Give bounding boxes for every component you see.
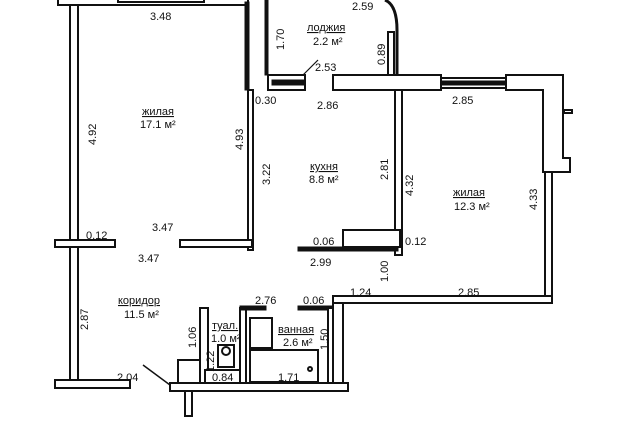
dimension: 3.47 bbox=[152, 222, 173, 234]
dimension: 2.59 bbox=[352, 1, 373, 13]
dimension: 1.22 bbox=[205, 351, 217, 372]
dimension: 1.70 bbox=[275, 29, 287, 50]
walls bbox=[54, 0, 573, 417]
room-area-loggia: 2.2 м² bbox=[313, 36, 343, 48]
dimension: 0.89 bbox=[376, 44, 388, 65]
room-area-toilet: 1.0 м² bbox=[211, 333, 241, 345]
dimension: 3.22 bbox=[261, 164, 273, 185]
dimension: 1.06 bbox=[187, 327, 199, 348]
dimension: 2.81 bbox=[379, 159, 391, 180]
room-name-bathroom: ванная bbox=[278, 324, 314, 336]
room-name-living1: жилая bbox=[142, 106, 174, 118]
dimension: 0.84 bbox=[212, 372, 233, 384]
room-labels: жилая 17.1 м² лоджия 2.2 м² кухня 8.8 м²… bbox=[118, 22, 490, 349]
dimension: 3.48 bbox=[150, 11, 171, 23]
dimension: 2.85 bbox=[458, 287, 479, 299]
dimension: 4.93 bbox=[234, 129, 246, 150]
room-area-corridor: 11.5 м² bbox=[124, 309, 159, 321]
dimension: 0.12 bbox=[405, 236, 426, 248]
dimension: 2.99 bbox=[310, 257, 331, 269]
dimension: 2.87 bbox=[79, 309, 91, 330]
dimension: 2.53 bbox=[315, 62, 336, 74]
dimension: 4.92 bbox=[87, 124, 99, 145]
dimension: 1.00 bbox=[379, 261, 391, 282]
room-name-toilet: туал. bbox=[212, 320, 238, 332]
room-name-corridor: коридор bbox=[118, 295, 160, 307]
dimension: 0.30 bbox=[255, 95, 276, 107]
room-name-loggia: лоджия bbox=[307, 22, 345, 34]
dimension-labels: 3.48 1.70 2.59 0.89 2.53 0.30 2.86 2.85 … bbox=[79, 1, 540, 384]
room-area-kitchen: 8.8 м² bbox=[309, 174, 339, 186]
dimension: 1.50 bbox=[319, 329, 331, 350]
dimension: 0.06 bbox=[303, 295, 324, 307]
dimension: 2.85 bbox=[452, 95, 473, 107]
dimension: 0.06 bbox=[313, 236, 334, 248]
dimension: 2.04 bbox=[117, 372, 138, 384]
room-name-living2: жилая bbox=[453, 187, 485, 199]
dimension: 1.71 bbox=[278, 372, 299, 384]
dimension: 3.47 bbox=[138, 253, 159, 265]
dimension: 0.12 bbox=[86, 230, 107, 242]
dimension: 2.76 bbox=[255, 295, 276, 307]
room-area-bathroom: 2.6 м² bbox=[283, 337, 313, 349]
dimension: 2.86 bbox=[317, 100, 338, 112]
dimension: 1.24 bbox=[350, 287, 371, 299]
room-area-living2: 12.3 м² bbox=[454, 201, 490, 213]
room-name-kitchen: кухня bbox=[310, 161, 338, 173]
dimension: 4.33 bbox=[528, 189, 540, 210]
dimension: 4.32 bbox=[404, 175, 416, 196]
room-area-living1: 17.1 м² bbox=[140, 119, 176, 131]
